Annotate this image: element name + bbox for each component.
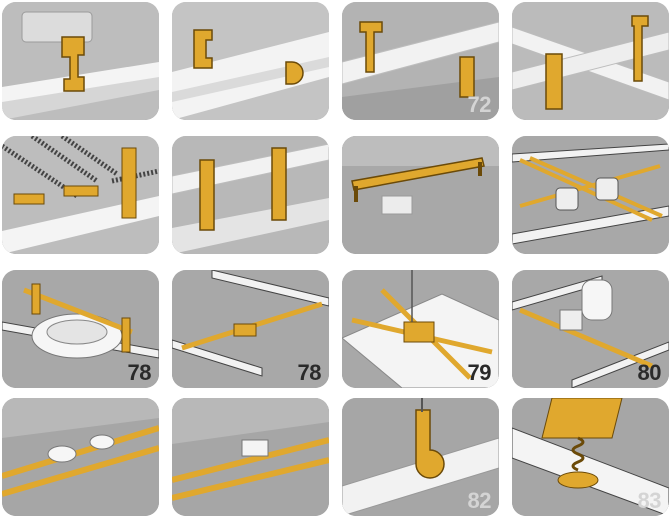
bracket-illustration <box>2 398 159 516</box>
clip-illustration <box>2 2 159 120</box>
tile-double-hanger <box>172 136 329 254</box>
hanger-illustration <box>512 136 669 254</box>
tile-grid-box-hanger <box>512 136 669 254</box>
tile-clip-on-rail-2 <box>172 2 329 120</box>
figure-number: 79 <box>468 360 491 386</box>
tile-spring-83: 83 <box>512 398 669 516</box>
figure-number: 82 <box>468 488 491 514</box>
figure-number: 78 <box>298 360 321 386</box>
figure-number: 80 <box>638 360 661 386</box>
bracket-illustration <box>172 398 329 516</box>
tile-threaded-rods <box>2 136 159 254</box>
tile-clip-on-rail-1 <box>2 2 159 120</box>
hanger-illustration <box>172 136 329 254</box>
figure-number: 83 <box>638 488 661 514</box>
hanger-illustration <box>342 136 499 254</box>
tile-hook-82: 82 <box>342 398 499 516</box>
tile-bracket-rail-2 <box>172 398 329 516</box>
tile-fixture-78b: 78 <box>172 270 329 388</box>
clip-illustration <box>512 2 669 120</box>
rod-illustration <box>2 136 159 254</box>
tile-fixture-79: 79 <box>342 270 499 388</box>
tile-clip-on-pipe-cross <box>512 2 669 120</box>
clip-illustration <box>172 2 329 120</box>
figure-number: 72 <box>468 92 491 118</box>
tile-bracket-rail-1 <box>2 398 159 516</box>
tile-fixture-78a: 78 <box>2 270 159 388</box>
tile-fixture-80: 80 <box>512 270 669 388</box>
tile-clip-on-pipe-72: 72 <box>342 2 499 120</box>
tile-bar-hanger <box>342 136 499 254</box>
figure-number: 78 <box>128 360 151 386</box>
